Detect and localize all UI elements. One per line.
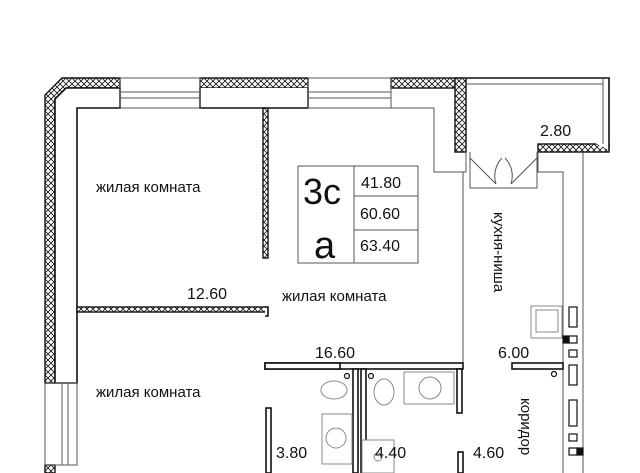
room-labels: жилая комната 12.60 жилая комната 16.60 …: [96, 179, 534, 462]
room-area: 12.60: [187, 286, 227, 303]
balcony-area: 2.80: [540, 123, 571, 140]
corridor-name: коридор: [517, 398, 534, 455]
apartment-type: 3с: [303, 171, 341, 212]
partitions: [76, 107, 564, 473]
toilet-icon: [320, 380, 348, 400]
kitchen-area: 6.00: [498, 345, 529, 362]
bath-area: 4.40: [375, 445, 406, 462]
windows: [44, 77, 392, 466]
plumbing-fixtures: [320, 305, 584, 473]
room-name: жилая комната: [96, 384, 201, 401]
total-area-with-balcony: 63.40: [360, 238, 400, 255]
room-name: жилая комната: [96, 179, 201, 196]
balcony-door[interactable]: [469, 152, 538, 189]
room-name: жилая комната: [282, 288, 387, 305]
balcony: 2.80: [466, 77, 610, 150]
total-area: 60.60: [360, 206, 400, 223]
corridor-area: 4.60: [473, 445, 504, 462]
apartment-variant: а: [314, 225, 336, 267]
toilet-icon: [373, 378, 395, 406]
room-area: 3.80: [276, 445, 307, 462]
living-area: 41.80: [361, 175, 401, 192]
apartment-summary-table: 3с а 41.80 60.60 63.40: [297, 165, 419, 267]
room-area: 16.60: [315, 345, 355, 362]
kitchen-name: кухня-ниша: [490, 212, 507, 293]
